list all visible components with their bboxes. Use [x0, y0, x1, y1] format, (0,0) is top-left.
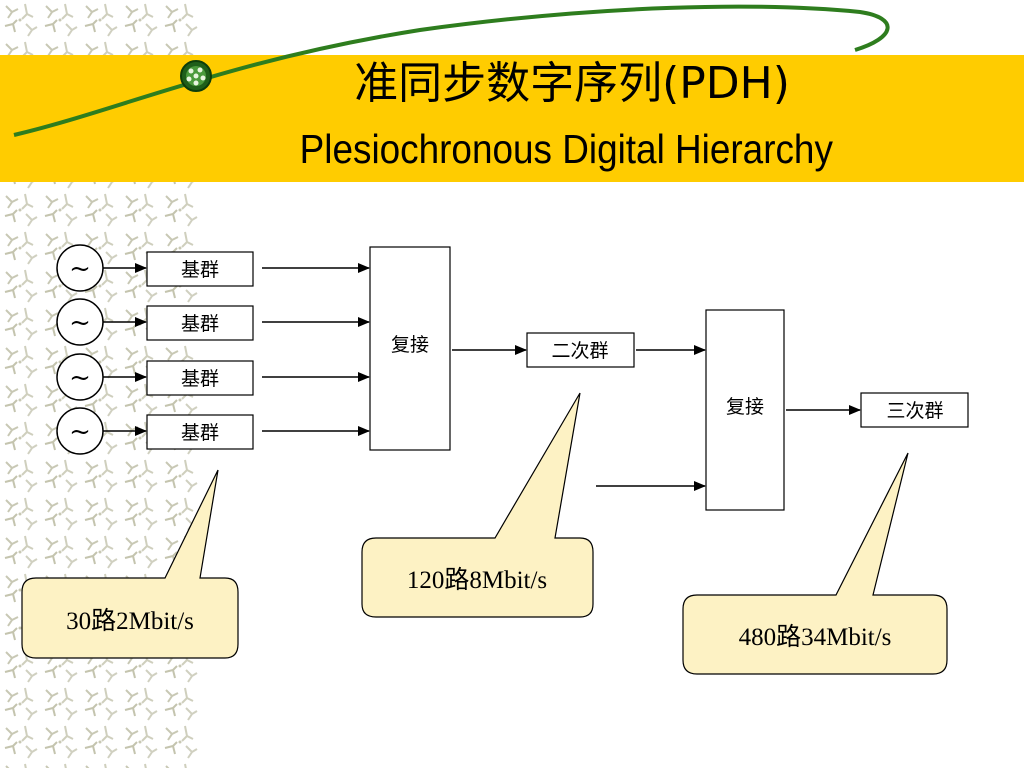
primary-group-3: 基群	[146, 360, 254, 396]
primary-group-label: 基群	[181, 422, 219, 444]
callout-primary: 30路2Mbit/s	[21, 469, 239, 659]
multiplexer-label: 复接	[726, 396, 764, 418]
source-symbol: ~	[69, 417, 91, 447]
primary-group-label: 基群	[181, 259, 219, 281]
swoosh-decoration	[13, 4, 890, 137]
source-1: ~	[56, 244, 104, 292]
callout-tertiary: 480路34Mbit/s	[682, 452, 948, 675]
title-band	[0, 55, 1024, 182]
primary-group-label: 基群	[181, 313, 219, 335]
tertiary-group-label: 三次群	[886, 400, 943, 422]
multiplexer-label: 复接	[391, 334, 429, 356]
callout-secondary-text: 120路8Mbit/s	[407, 566, 547, 594]
page-title: 准同步数字序列(PDH)	[354, 58, 790, 109]
source-symbol: ~	[69, 308, 91, 338]
callout-tertiary-text: 480路34Mbit/s	[739, 623, 892, 651]
multiplexer-2: 复接	[705, 309, 785, 511]
globe-icon	[180, 60, 212, 92]
source-2: ~	[56, 298, 104, 346]
page-subtitle: Plesiochronous Digital Hierarchy	[299, 126, 833, 172]
source-3: ~	[56, 353, 104, 401]
source-symbol: ~	[69, 254, 91, 284]
secondary-group-label: 二次群	[551, 340, 608, 362]
source-symbol: ~	[69, 363, 91, 393]
tertiary-group: 三次群	[860, 392, 969, 428]
primary-group-1: 基群	[146, 251, 254, 287]
primary-group-4: 基群	[146, 414, 254, 450]
secondary-group: 二次群	[526, 332, 635, 368]
source-4: ~	[56, 407, 104, 455]
primary-group-2: 基群	[146, 305, 254, 341]
multiplexer-1: 复接	[369, 246, 451, 451]
primary-group-label: 基群	[181, 368, 219, 390]
callout-primary-text: 30路2Mbit/s	[66, 607, 194, 635]
callout-secondary: 120路8Mbit/s	[361, 392, 594, 618]
